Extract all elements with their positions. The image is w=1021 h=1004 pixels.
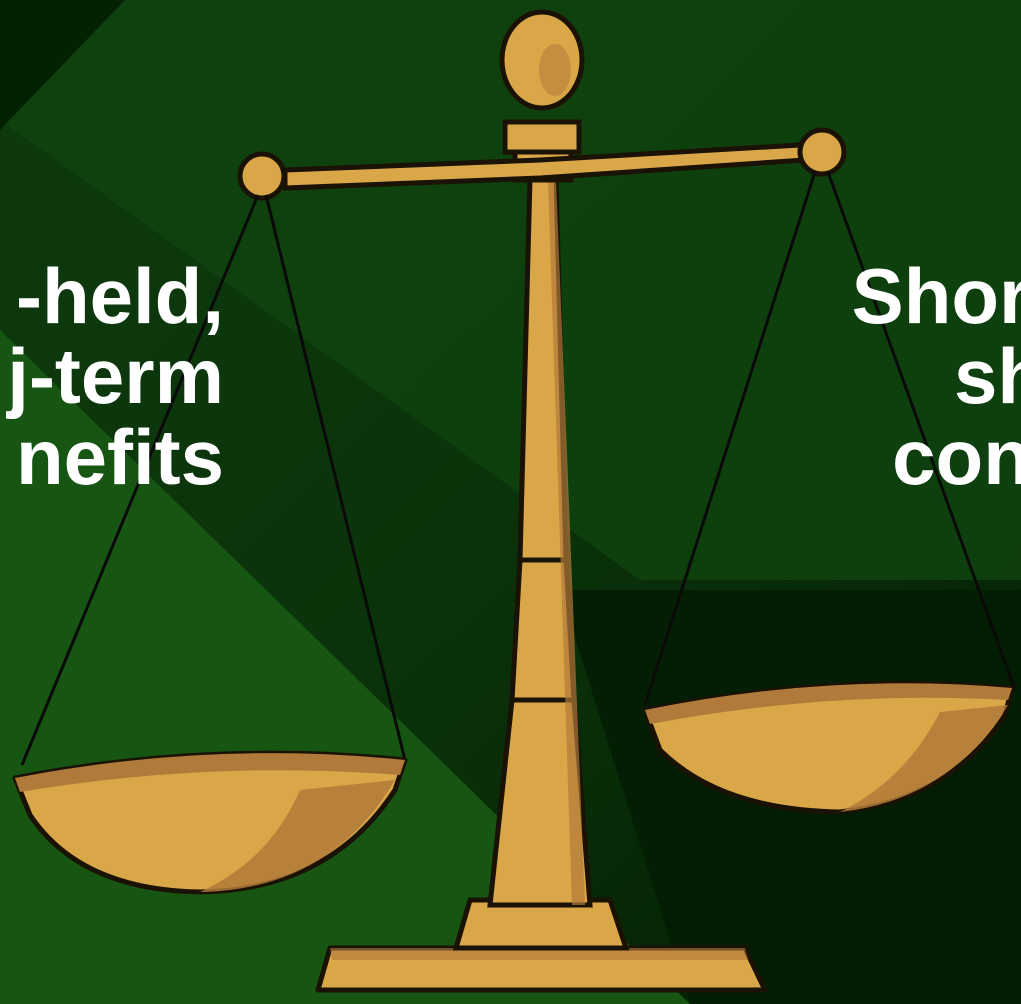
right-caption-line-3: con [892, 412, 1021, 501]
right-caption-line-2: sh [954, 332, 1021, 421]
left-pan [12, 750, 408, 895]
scale-base [315, 897, 768, 993]
left-caption: -held, j-term nefits [7, 256, 224, 497]
left-caption-line-2: j-term [7, 332, 224, 421]
scale-finial [499, 9, 585, 183]
scale-chains [20, 171, 1017, 766]
left-caption-line-1: -held, [16, 252, 224, 340]
right-caption: Shor sh con [836, 256, 1021, 497]
background-dark-corner [0, 0, 125, 130]
right-pan [642, 680, 1015, 815]
left-caption-line-3: nefits [15, 412, 224, 501]
scale-beam [237, 127, 847, 201]
right-caption-line-1: Shor [851, 252, 1021, 340]
